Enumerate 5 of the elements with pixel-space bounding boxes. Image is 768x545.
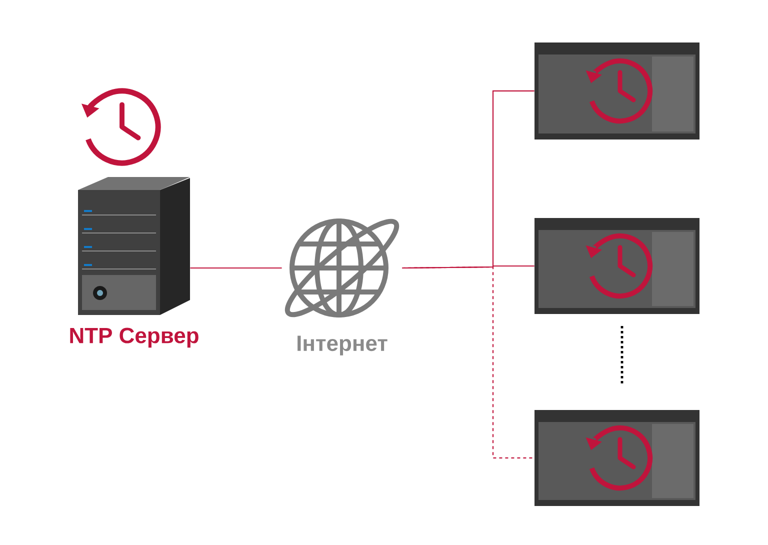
node-label: Інтернет xyxy=(298,336,388,356)
connector-line xyxy=(190,267,282,269)
connector-line xyxy=(402,266,534,459)
connector-line xyxy=(402,265,534,269)
node-label: NTP Сервер xyxy=(70,328,198,348)
